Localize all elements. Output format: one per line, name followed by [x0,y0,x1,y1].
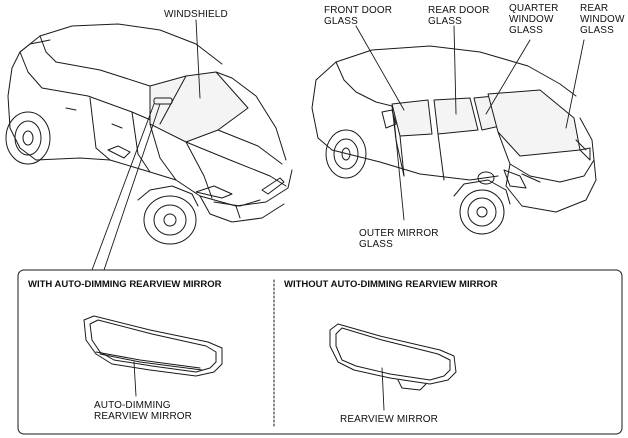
label-windshield: WINDSHIELD [164,9,228,20]
rear-window-glass-shape [487,89,581,157]
label-front-door-glass: FRONT DOOR GLASS [324,5,393,27]
panel-title-with-auto-dimming: WITH AUTO-DIMMING REARVIEW MIRROR [28,279,222,290]
front-car-illustration [5,23,293,245]
label-rear-window-glass: REAR WINDOW GLASS [580,3,625,36]
label-auto-dimming-rearview-mirror: AUTO-DIMMING REARVIEW MIRROR [94,400,192,422]
windshield-glass-shape [149,71,249,143]
mirror-panel-frame [17,269,623,435]
rear-car-illustration [311,45,597,235]
label-rearview-mirror: REARVIEW MIRROR [340,414,438,425]
label-quarter-window-glass: QUARTER WINDOW GLASS [509,3,559,36]
rear-door-glass-shape [433,97,479,135]
outer-mirror-glass-shape [381,109,397,129]
auto-dimming-mirror-drawing [83,315,223,377]
leader-lines [91,19,585,271]
label-rear-door-glass: REAR DOOR GLASS [428,5,490,27]
panel-title-without-auto-dimming: WITHOUT AUTO-DIMMING REARVIEW MIRROR [284,279,498,290]
front-door-glass-shape [391,99,433,137]
standard-mirror-drawing [329,323,457,391]
label-outer-mirror-glass: OUTER MIRROR GLASS [359,228,439,250]
